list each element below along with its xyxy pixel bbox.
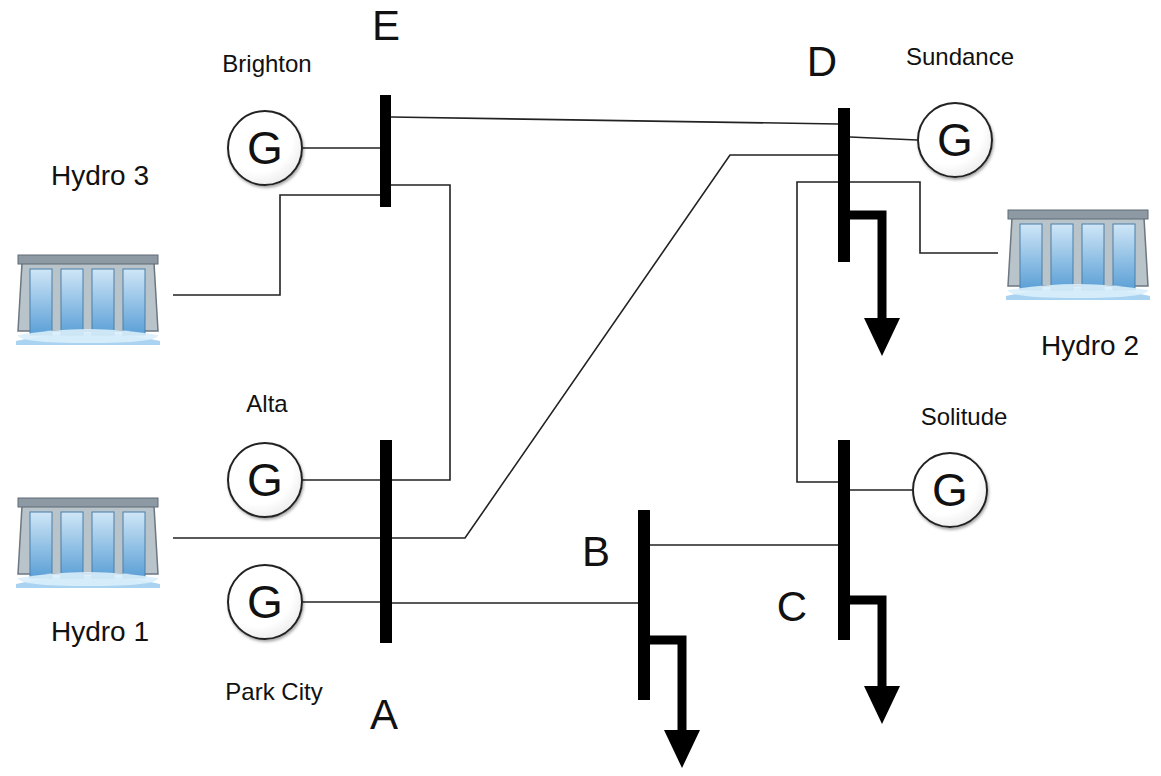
load-arrowhead [864,318,900,356]
transmission-line [850,137,917,140]
dam-crest [18,255,158,264]
load-arrowhead [864,686,900,724]
hydro-label: Hydro 1 [51,617,149,648]
hydro-plant: Hydro 1 [8,488,173,588]
spillway-gate [123,512,145,578]
hydro-plant: Hydro 3 [8,245,173,345]
generator-name: Solitude [921,404,1008,430]
bus-bar: B [638,510,650,700]
spillway-gate [61,269,83,335]
transmission-line [303,479,380,481]
foam [1008,284,1148,298]
spillway-gate [61,512,83,578]
load-line [650,640,682,734]
generator-symbol: G [937,117,973,163]
bus-bar: C [838,440,850,640]
generator-name: Park City [225,679,322,705]
hydro-label: Hydro 2 [1041,331,1139,362]
transmission-line [173,195,380,295]
bus-bar: E [380,95,391,207]
transmission-line [173,537,380,539]
transmission-line [391,117,838,124]
generator-circle: AltaG [227,442,303,518]
hydro-dam-picture [8,245,173,345]
bus-bar: D [838,108,850,262]
bus-label: B [582,529,610,575]
generator-symbol: G [247,457,283,503]
hydro-label: Hydro 3 [51,161,149,192]
transmission-line [303,601,380,603]
spillway-gate [1113,224,1135,290]
spillway-gate [30,269,52,335]
hydro-dam-picture [998,200,1154,300]
transmission-line [303,147,380,149]
hydro-dam-picture [8,488,173,588]
dam-crest [1008,210,1148,219]
generator-name: Alta [246,391,287,417]
generator-symbol: G [932,467,968,513]
bus-label: D [807,39,837,85]
spillway-gate [1020,224,1042,290]
bus-label: E [372,3,400,49]
spillway-gate [123,269,145,335]
foam [18,572,158,586]
load-line [850,215,882,322]
hydro-plant: Hydro 2 [998,200,1154,300]
generator-name: Brighton [222,51,311,77]
dam-crest [18,498,158,507]
bus-label: A [370,692,398,738]
transmission-line [650,544,838,546]
load-arrowhead [664,730,700,768]
transmission-line [391,185,450,480]
generator-circle: SundanceG [917,102,993,178]
transmission-line [850,182,998,253]
spillway-gate [92,269,114,335]
bus-bar: A [380,440,392,643]
spillway-gate [1082,224,1104,290]
spillway-gate [92,512,114,578]
transmission-line [797,182,838,482]
transmission-line [392,155,838,538]
bus-label: C [777,584,807,630]
generator-symbol: G [247,125,283,171]
transmission-line [392,602,638,604]
transmission-line [850,489,912,491]
foam [18,329,158,343]
generator-symbol: G [247,579,283,625]
spillway-gate [1051,224,1073,290]
generator-name: Sundance [906,44,1014,70]
load-line [850,600,882,690]
generator-circle: SolitudeG [912,452,988,528]
generator-circle: Park CityG [227,564,303,640]
spillway-gate [30,512,52,578]
generator-circle: BrightonG [227,110,303,186]
